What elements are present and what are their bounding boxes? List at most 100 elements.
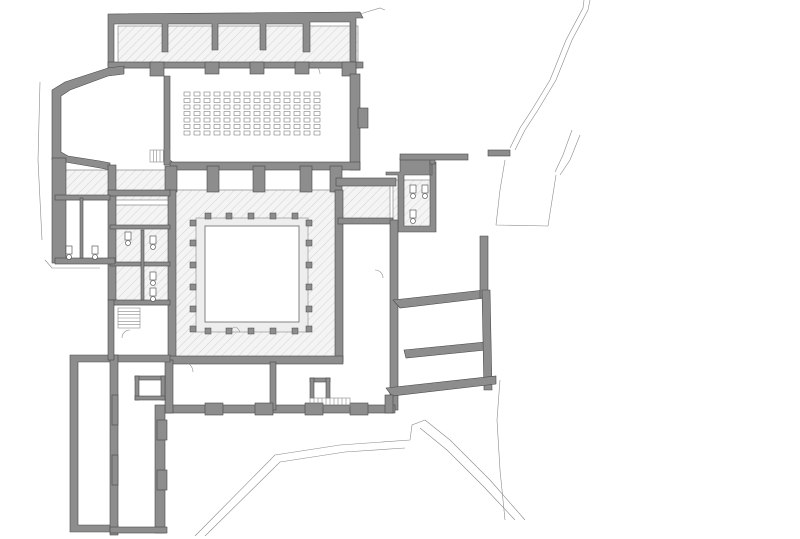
stair-icon xyxy=(117,149,351,407)
pew-icon xyxy=(253,130,261,136)
cloister-pier xyxy=(204,212,212,220)
cloister-pier xyxy=(189,283,197,291)
pew-icon xyxy=(313,91,321,97)
cloister-pier xyxy=(189,261,197,269)
pew-icon xyxy=(223,117,231,123)
cloister-courtyard xyxy=(195,217,309,333)
cloister-pier xyxy=(291,327,299,335)
pew-icon xyxy=(313,104,321,110)
pew-icon xyxy=(263,124,271,129)
pew-icon xyxy=(243,104,251,110)
pew-icon xyxy=(293,91,301,97)
pew-icon xyxy=(233,130,241,136)
cloister-pier xyxy=(247,327,255,335)
cloister-pier xyxy=(189,219,197,227)
pew-icon xyxy=(213,98,221,103)
site-context-lines xyxy=(37,0,591,537)
cloister-pier xyxy=(269,212,277,220)
pew-icon xyxy=(203,124,211,129)
cloister-pier xyxy=(305,283,313,291)
pew-icon xyxy=(313,111,321,116)
cloister-pier xyxy=(189,325,197,333)
toilet-fixture xyxy=(409,184,417,194)
pew-icon xyxy=(293,104,301,110)
door-arc-icon xyxy=(121,63,384,373)
cloister-piers xyxy=(189,212,313,335)
pew-icon xyxy=(233,98,241,103)
pew-icon xyxy=(273,124,281,129)
pew-icon xyxy=(243,117,251,123)
pew-icon xyxy=(303,104,311,110)
pew-icon xyxy=(293,130,301,136)
pew-icon xyxy=(203,98,211,103)
cloister-pier xyxy=(225,327,233,335)
pew-icon xyxy=(273,117,281,123)
pew-icon xyxy=(193,124,201,129)
toilet-fixture xyxy=(149,287,157,297)
pew-icon xyxy=(183,117,191,123)
pew-icon xyxy=(243,124,251,129)
pew-icon xyxy=(183,91,191,97)
pew-icon xyxy=(223,130,231,136)
pew-icon xyxy=(313,117,321,123)
pew-icon xyxy=(313,124,321,129)
pew-icon xyxy=(273,104,281,110)
toilet-bowl xyxy=(422,193,428,199)
pew-icon xyxy=(223,104,231,110)
pew-icon xyxy=(203,130,211,136)
pew-icon xyxy=(223,98,231,103)
pew-icon xyxy=(203,111,211,116)
pew-icon xyxy=(233,124,241,129)
toilet-bowl xyxy=(92,254,98,260)
pew-icon xyxy=(233,117,241,123)
pew-icon xyxy=(293,117,301,123)
pew-icon xyxy=(273,111,281,116)
pew-icon xyxy=(183,124,191,129)
pew-icon xyxy=(243,98,251,103)
pew-icon xyxy=(303,111,311,116)
pew-icon xyxy=(193,111,201,116)
pew-icon xyxy=(293,111,301,116)
pew-icon xyxy=(263,117,271,123)
pew-icon xyxy=(263,111,271,116)
cloister-pier xyxy=(291,212,299,220)
toilet-bowl xyxy=(150,244,156,250)
pew-icon xyxy=(283,130,291,136)
pew-icon xyxy=(273,91,281,97)
toilet-fixture xyxy=(421,184,429,194)
toilet-fixture xyxy=(124,231,132,241)
cloister-pier xyxy=(204,327,212,335)
pew-icon xyxy=(213,130,221,136)
pew-icon xyxy=(213,124,221,129)
pew-icon xyxy=(303,124,311,129)
cloister-pier xyxy=(305,219,313,227)
toilet-fixture xyxy=(65,245,73,255)
pew-icon xyxy=(283,111,291,116)
pew-icon xyxy=(223,124,231,129)
pew-icon xyxy=(283,117,291,123)
pew-icon xyxy=(233,91,241,97)
pew-icon xyxy=(273,98,281,103)
pew-icon xyxy=(203,104,211,110)
pew-icon xyxy=(243,130,251,136)
cloister-pier xyxy=(305,305,313,313)
toilet-fixture xyxy=(91,245,99,255)
pew-icon xyxy=(263,91,271,97)
pew-icon xyxy=(303,117,311,123)
pew-icon xyxy=(223,111,231,116)
toilet-bowl xyxy=(125,240,131,246)
pew-icon xyxy=(183,130,191,136)
toilet-bowl xyxy=(150,280,156,286)
pew-icon xyxy=(223,91,231,97)
pew-icon xyxy=(263,104,271,110)
toilet-bowl xyxy=(66,254,72,260)
pew-icon xyxy=(303,98,311,103)
pew-icon xyxy=(293,124,301,129)
pew-icon xyxy=(243,111,251,116)
pew-icon xyxy=(303,91,311,97)
pew-icon xyxy=(253,91,261,97)
pew-icon xyxy=(283,98,291,103)
cloister-pier xyxy=(305,261,313,269)
